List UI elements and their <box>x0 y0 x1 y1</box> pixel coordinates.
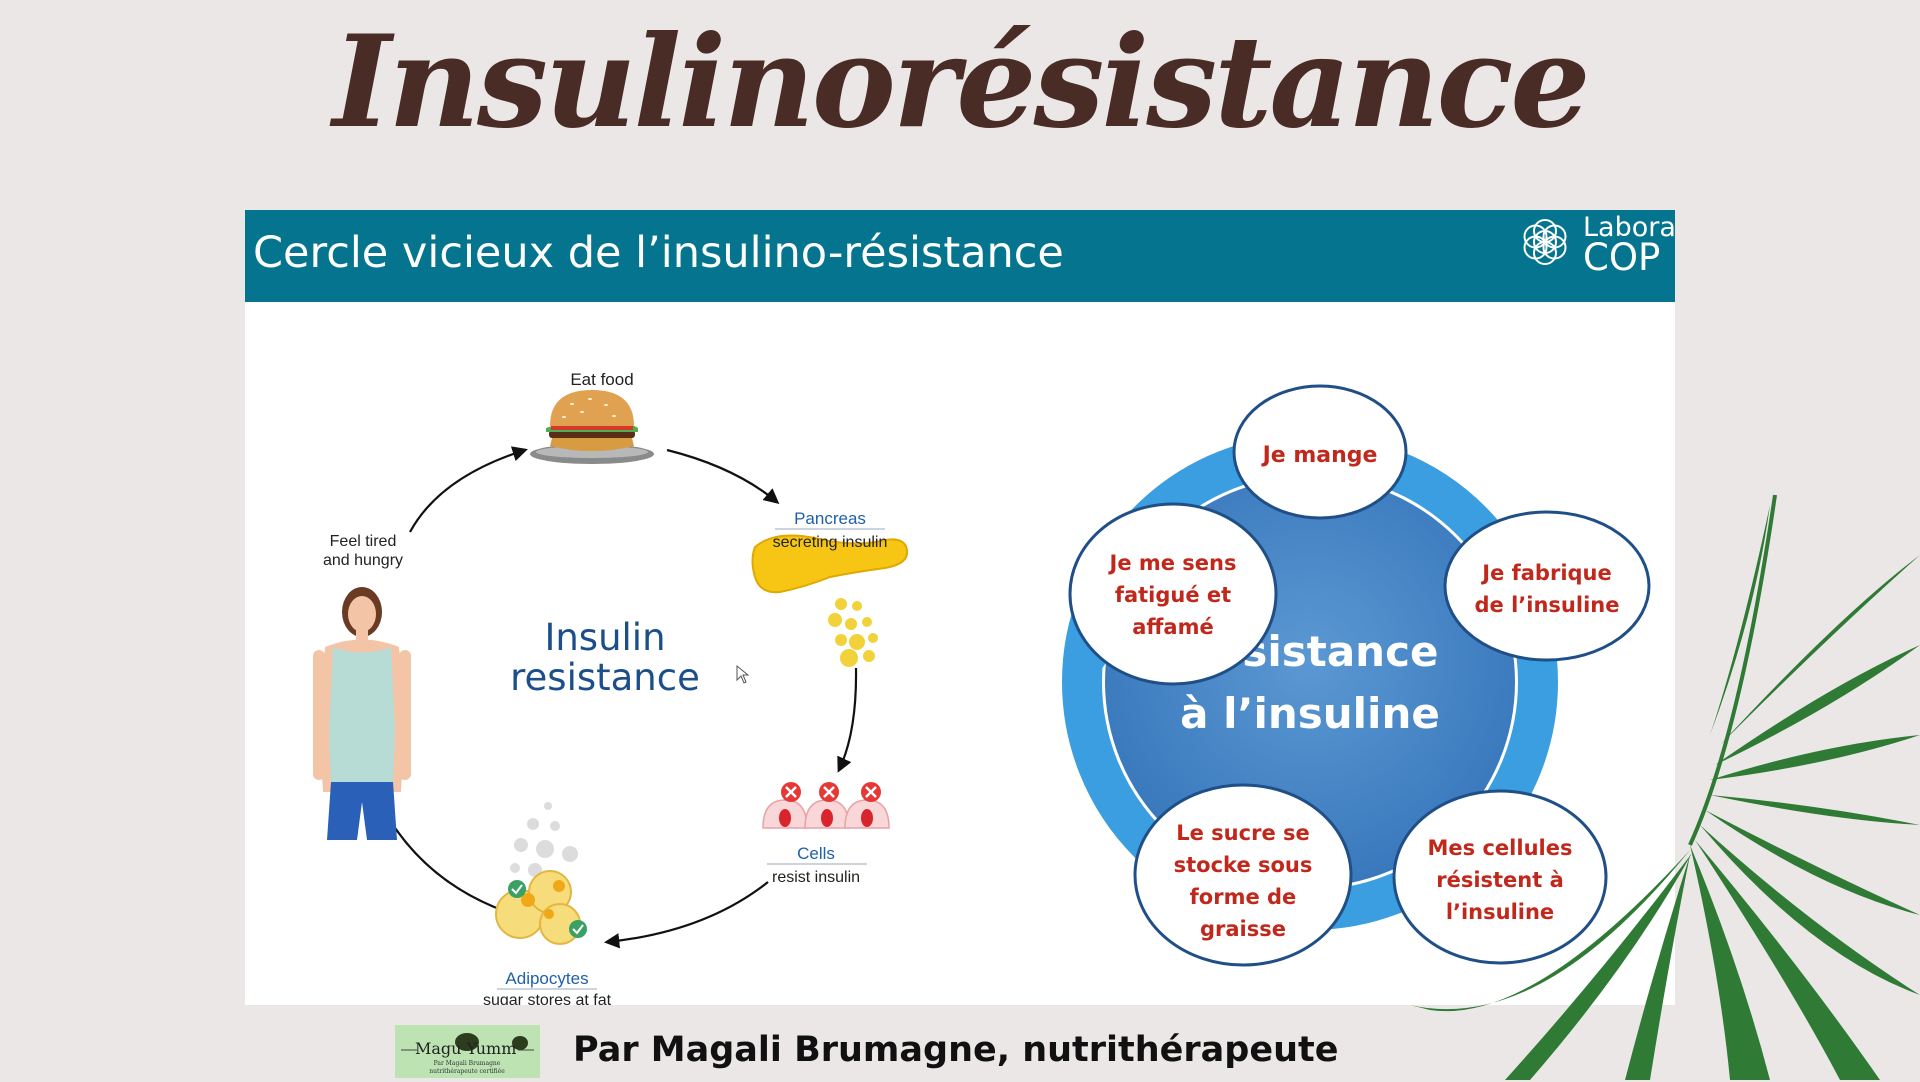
cycle-arrow-3 <box>603 881 769 949</box>
bubble-je-me-sens-line-1: Je me sens <box>1108 551 1237 575</box>
cycle-arrow-1 <box>666 448 780 504</box>
slide-panel: Cercle vicieux de l’insulino-résistance … <box>245 210 1675 1005</box>
cells-subtitle: resist insulin <box>772 869 860 886</box>
flower-of-life-icon <box>1523 219 1567 265</box>
eat-food-label: Eat food <box>570 370 633 389</box>
tree-icon: Magu Yumm Par Magali Brumagne nutrithéra… <box>401 1033 534 1075</box>
bubble-le-sucre-line-1: Le sucre se <box>1176 821 1310 845</box>
palm-leaf-decoration <box>1410 495 1920 1080</box>
insulin-resistance-center-line-1: Insulin <box>544 616 665 659</box>
lab-name-line-2: COP <box>1583 236 1661 279</box>
cycle-arrow-2 <box>837 667 858 773</box>
bubble-mes-cellules-line-2: résistent à <box>1436 868 1564 892</box>
bubble-je-fabrique-line-2: de l’insuline <box>1475 593 1620 617</box>
bubble-je-fabrique-line-1: Je fabrique <box>1480 561 1612 585</box>
footer-logo-name: Magu Yumm <box>415 1039 516 1058</box>
insulin-resistance-cycle: Eat food Pancreas secreting insulin Cell… <box>313 370 909 1005</box>
pancreas-icon <box>751 534 909 667</box>
pancreas-subtitle: secreting insulin <box>773 534 888 551</box>
page-title: Insulinorésistance <box>332 8 1590 156</box>
burger-icon <box>530 390 654 464</box>
person-label-line-1: Feel tired <box>330 533 397 550</box>
bubble-le-sucre-line-2: stocke sous <box>1174 853 1313 877</box>
author-credit: Par Magali Brumagne, nutrithérapeute <box>573 1030 1339 1070</box>
bubble-je-me-sens-line-2: fatigué et <box>1115 583 1231 607</box>
adipocytes-icon <box>495 802 587 945</box>
adipocytes-title: Adipocytes <box>505 969 588 988</box>
bubble-je-mange-line-1: Je mange <box>1261 443 1378 468</box>
cycle-bubbles: Je mange Je fabrique de l’insuline Mes c… <box>1068 384 1651 967</box>
cells-icon <box>762 782 890 829</box>
adipocytes-subtitle: sugar stores at fat <box>483 992 612 1005</box>
cells-title: Cells <box>797 844 835 863</box>
slide-header: Cercle vicieux de l’insulino-résistance … <box>245 210 1675 302</box>
center-title-line-2: à l’insuline <box>1180 689 1440 738</box>
footer-logo-tagline-2: nutrithérapeute certifiée <box>429 1068 505 1075</box>
bubble-je-me-sens-line-3: affamé <box>1132 615 1213 639</box>
mouse-cursor-icon <box>736 664 750 684</box>
bubble-mes-cellules: Mes cellules résistent à l’insuline <box>1392 789 1608 965</box>
bubble-je-me-sens: Je me sens fatigué et affamé <box>1068 502 1278 686</box>
slide-title: Cercle vicieux de l’insulino-résistance <box>253 228 1064 278</box>
bubble-mes-cellules-line-3: l’insuline <box>1446 900 1554 924</box>
insulin-resistance-center-line-2: resistance <box>510 656 700 699</box>
lab-name-line-1: Labora <box>1583 212 1675 243</box>
bubble-le-sucre-line-3: forme de <box>1190 885 1297 909</box>
magu-yumm-logo: Magu Yumm Par Magali Brumagne nutrithéra… <box>395 1025 540 1078</box>
cycle-arrow-5 <box>409 446 528 533</box>
bubble-mes-cellules-line-1: Mes cellules <box>1428 836 1573 860</box>
bubble-je-mange-g: Je mange <box>1232 384 1408 520</box>
bubble-le-sucre: Le sucre se stocke sous forme de graisse <box>1133 783 1353 967</box>
bubble-je-fabrique: Je fabrique de l’insuline <box>1443 510 1651 662</box>
footer-logo-tagline-1: Par Magali Brumagne <box>434 1060 501 1067</box>
lab-logo: Labora COP <box>1515 212 1675 280</box>
tired-person-icon <box>313 587 411 840</box>
person-label-line-2: and hungry <box>323 552 403 569</box>
bubble-le-sucre-line-4: graisse <box>1200 917 1286 941</box>
pancreas-title: Pancreas <box>794 509 866 528</box>
